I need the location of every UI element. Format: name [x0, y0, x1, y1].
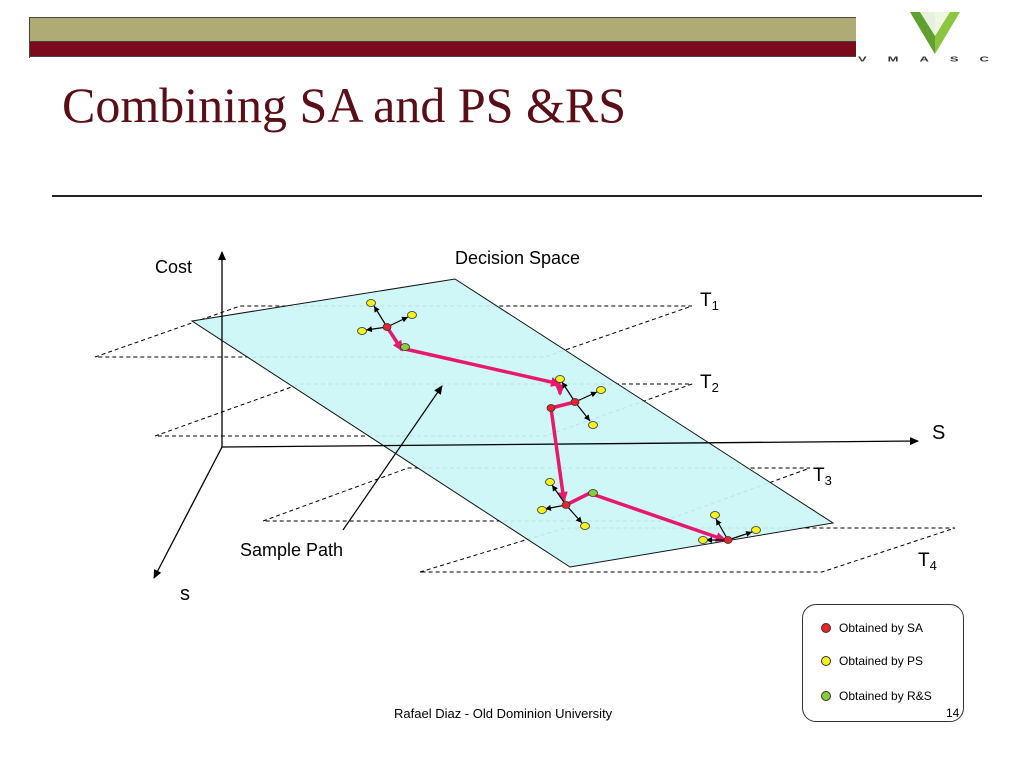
sa-point: [546, 404, 556, 412]
footer-author: Rafael Diaz - Old Dominion University: [394, 706, 613, 721]
ps-point: [588, 421, 598, 429]
axes: [153, 251, 919, 579]
sa-point: [561, 501, 571, 509]
ps-point: [698, 536, 708, 544]
header-bar-bottom: [30, 42, 856, 57]
ps-point: [357, 327, 367, 335]
legend-item-sa: Obtained by SA: [821, 621, 923, 635]
vmasc-logo: VMASC: [858, 8, 1008, 70]
legend-item-rs: Obtained by R&S: [821, 689, 932, 703]
logo-text: VMASC: [858, 55, 1010, 64]
level-label-t1: T1: [700, 290, 719, 313]
ps-point: [580, 522, 590, 530]
ps-point: [710, 511, 720, 519]
level-label-t2: T2: [700, 372, 719, 395]
level-plane-t2: [154, 383, 693, 437]
slide-title: Combining SA and PS &RS: [62, 77, 627, 133]
S-axis-label: S: [932, 422, 946, 444]
cost-axis-label: Cost: [155, 257, 193, 277]
legend-label: Obtained by SA: [839, 621, 924, 635]
rs-dot-icon: [821, 691, 831, 701]
level-label-t4: T4: [918, 550, 937, 573]
decision-space-plane: [190, 278, 835, 568]
legend-item-ps: Obtained by PS: [821, 654, 923, 668]
ps-dot-icon: [821, 656, 831, 666]
s-axis-label: s: [180, 583, 190, 605]
sample-path-label: Sample Path: [240, 540, 344, 560]
ps-point: [366, 299, 376, 307]
sa-point: [382, 323, 392, 331]
decision-space-label: Decision Space: [455, 248, 581, 268]
header-bar-top: [29, 17, 856, 58]
s-axis: [153, 446, 223, 579]
logo-triangle-icon: [910, 12, 960, 54]
legend: Obtained by SA Obtained by PS Obtained b…: [802, 604, 964, 722]
ps-point: [545, 478, 555, 486]
ps-point: [751, 526, 761, 534]
legend-label: Obtained by R&S: [839, 689, 932, 703]
page-number: 14: [946, 706, 960, 720]
title-divider: [52, 195, 982, 197]
sa-dot-icon: [821, 623, 831, 633]
ps-point: [407, 311, 417, 319]
ps-point: [537, 506, 547, 514]
sample-path-pointer: [342, 385, 443, 531]
rs-point: [588, 489, 598, 497]
level-plane-t3: [262, 467, 811, 522]
solution-points: [357, 299, 761, 544]
sa-point: [723, 536, 733, 544]
level-plane-t4: [419, 527, 956, 573]
sa-point: [570, 398, 580, 406]
legend-label: Obtained by PS: [839, 654, 924, 668]
ps-point: [596, 386, 606, 394]
rs-point: [400, 343, 410, 351]
ps-point: [555, 375, 565, 383]
S-axis: [221, 437, 919, 448]
level-label-t3: T3: [813, 465, 832, 488]
